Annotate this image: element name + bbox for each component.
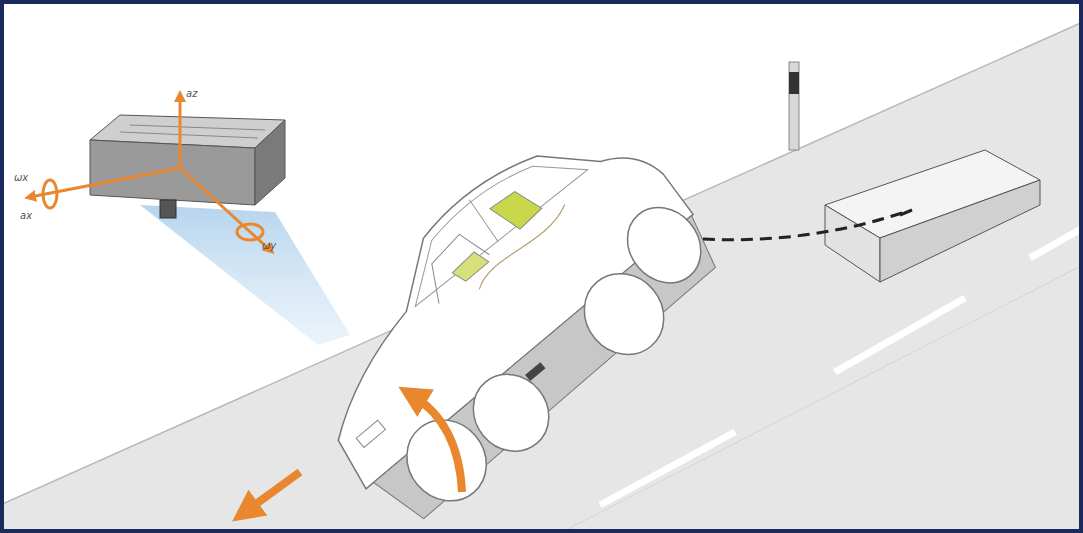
axis-label: ωx xyxy=(14,172,28,183)
car-part xyxy=(356,420,385,447)
car xyxy=(263,89,744,533)
sensor-module-part xyxy=(130,125,265,130)
sensor-module-part xyxy=(160,200,176,218)
car-part xyxy=(451,249,489,285)
car-part xyxy=(473,205,571,290)
sensor-module-part xyxy=(255,120,285,205)
ramp-obstacle-part xyxy=(880,180,1040,282)
delineator-post xyxy=(789,62,799,150)
sensor-module-part xyxy=(90,140,255,205)
ramp-obstacle xyxy=(825,150,1040,282)
car-part xyxy=(387,131,588,311)
road-part xyxy=(1030,228,1083,258)
car-part xyxy=(458,359,565,467)
sensor-axes-part xyxy=(180,168,270,250)
car-part xyxy=(263,89,696,488)
sensor-axes xyxy=(30,96,270,250)
sensor-module-part xyxy=(120,132,258,138)
delineator-post-part xyxy=(789,62,799,150)
roll-arrow xyxy=(412,395,462,492)
road xyxy=(0,22,1083,533)
road-part xyxy=(600,432,735,505)
road-part xyxy=(0,22,1083,505)
sensor-axes-part xyxy=(179,96,182,168)
axis-label: az xyxy=(186,88,197,99)
motion-arrow xyxy=(245,472,300,512)
sensor-module xyxy=(90,115,285,218)
road-part xyxy=(0,22,1083,533)
car-part xyxy=(525,362,545,381)
sensor-beam xyxy=(140,205,350,345)
car-part xyxy=(490,183,543,236)
sensor-axes-part xyxy=(43,180,57,208)
road-part xyxy=(835,298,965,372)
axis-label: ax xyxy=(20,210,32,221)
axis-label: ωy xyxy=(262,240,276,251)
ramp-obstacle-part xyxy=(825,205,880,282)
car-part xyxy=(413,228,492,304)
sensor-axes-part xyxy=(237,224,263,240)
car-part xyxy=(612,193,716,298)
delineator-post-part xyxy=(789,72,799,94)
